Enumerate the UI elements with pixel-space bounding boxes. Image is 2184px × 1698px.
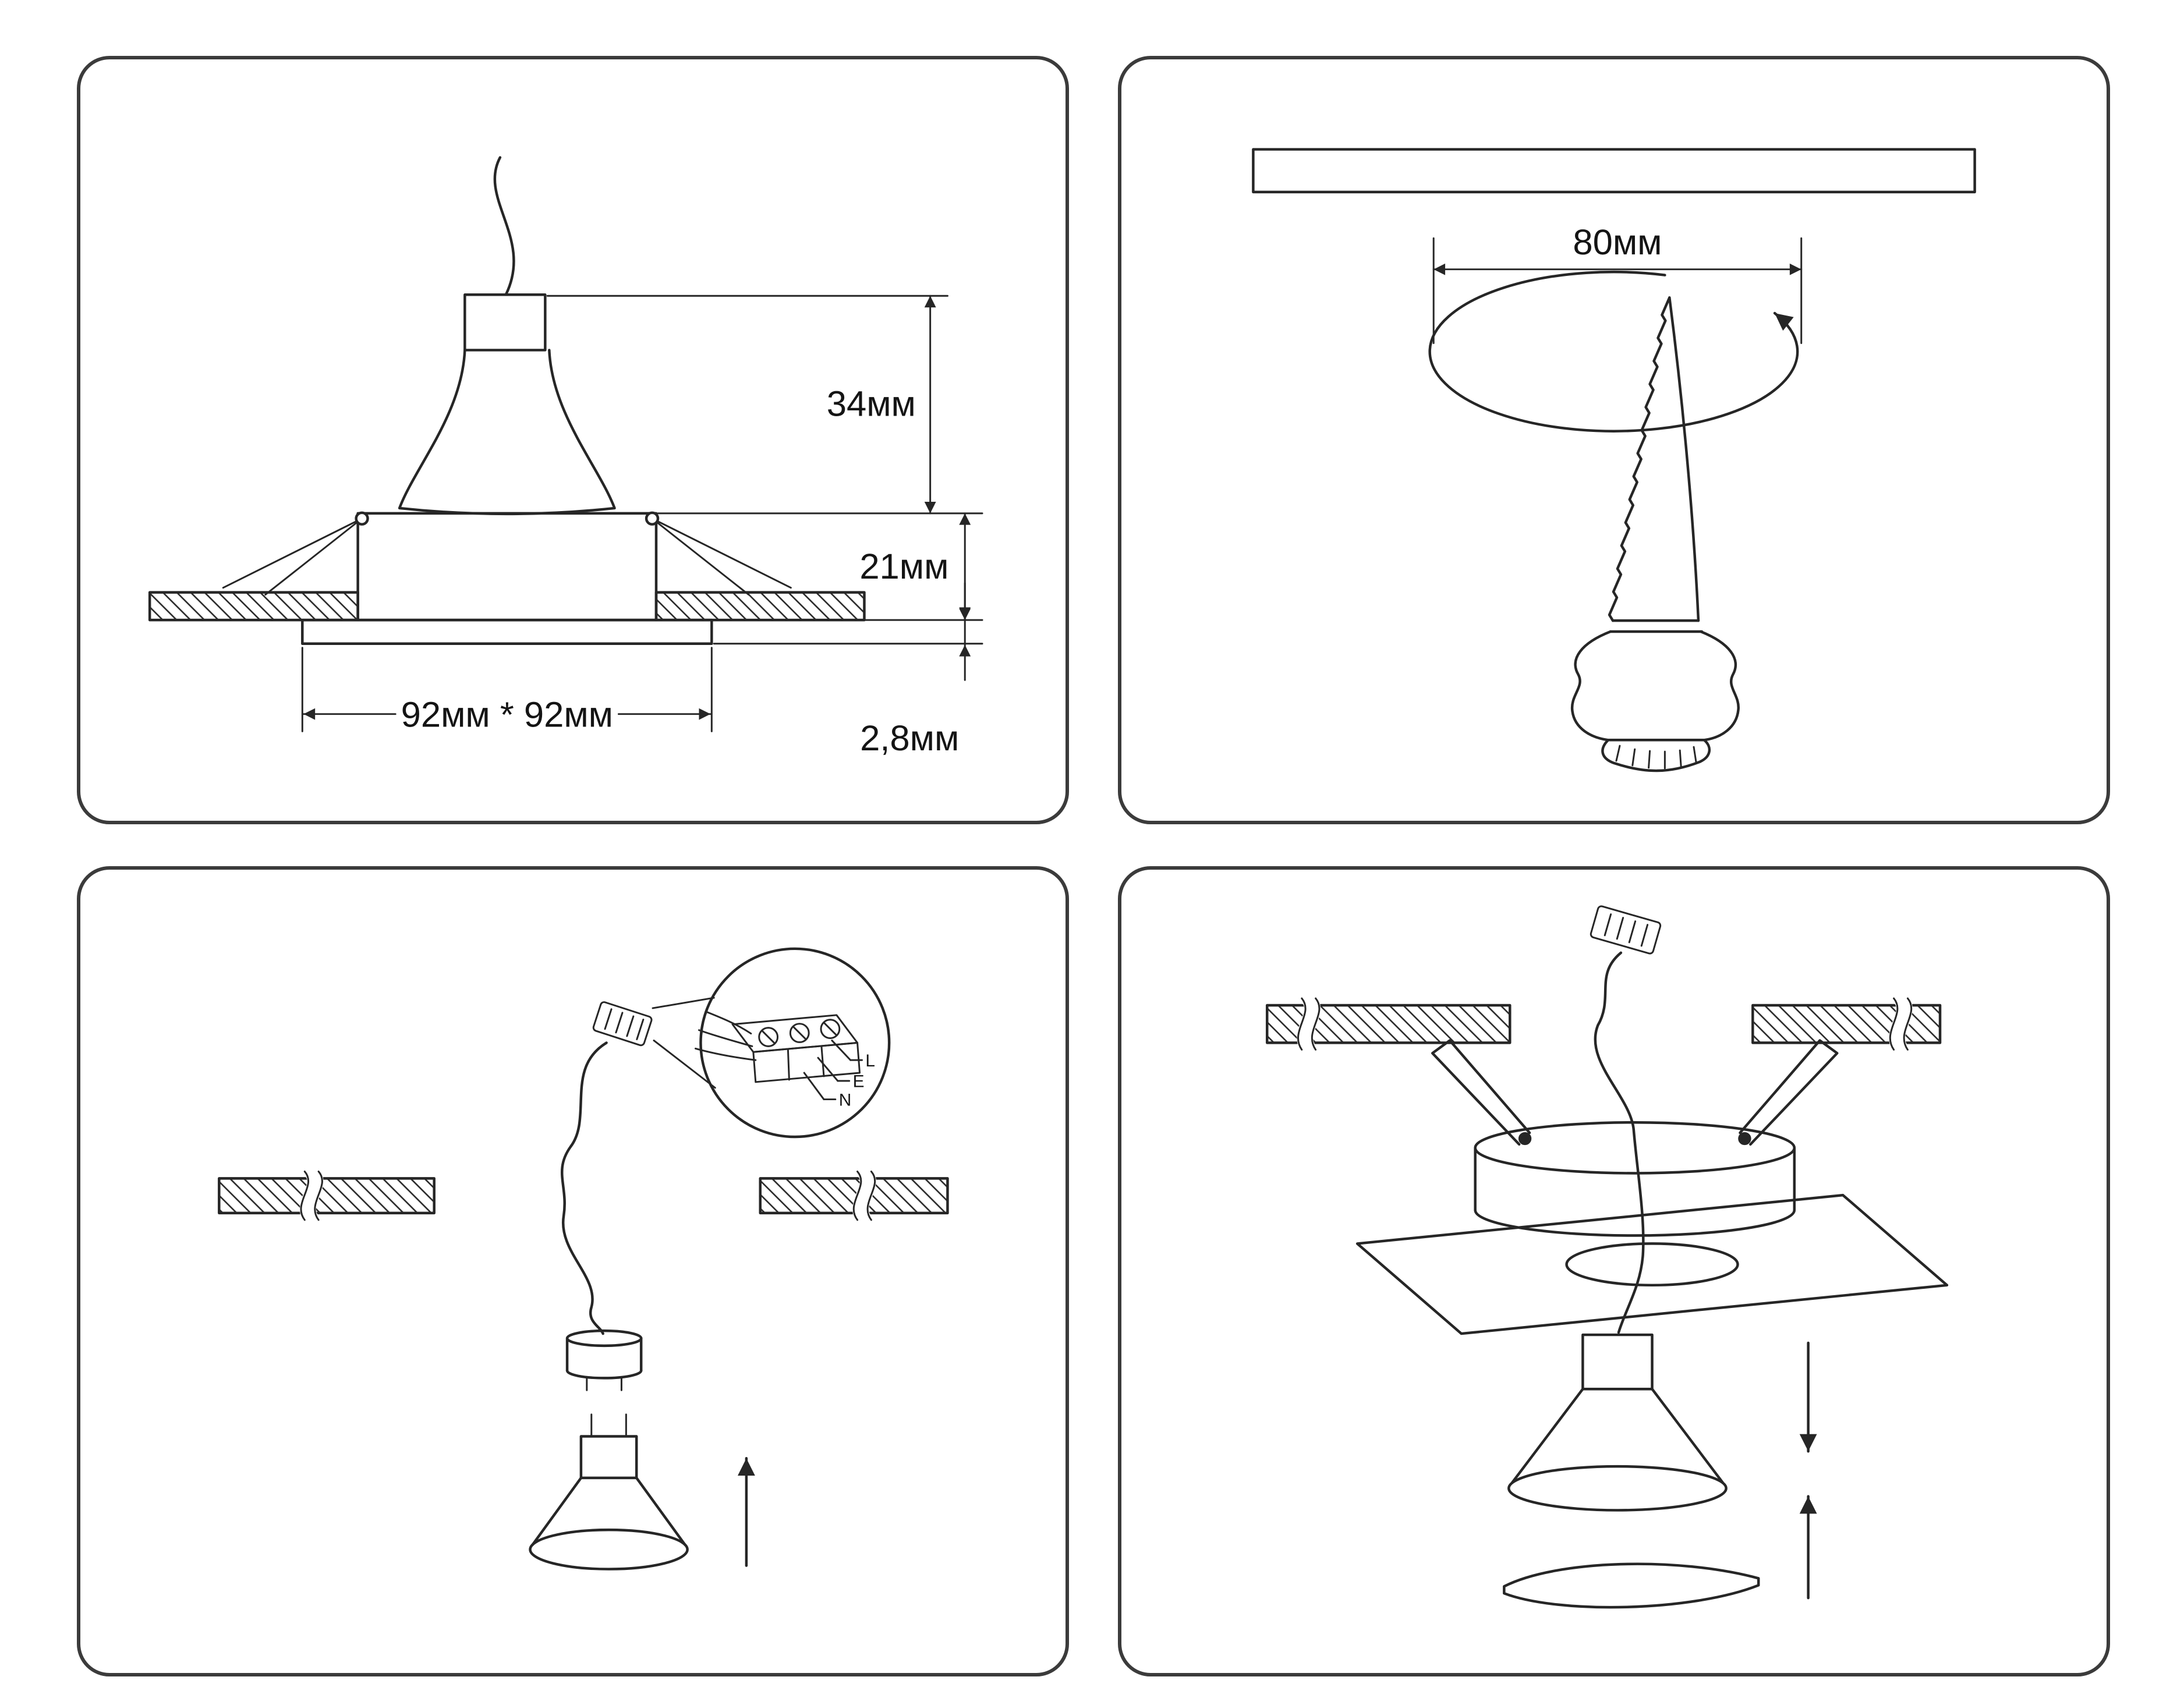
mounting-frame <box>356 512 658 622</box>
hole-dimension-lines <box>1432 237 1803 345</box>
hole-diameter-label: 80мм <box>1573 222 1662 263</box>
dim-plate-label: 92мм * 92мм <box>401 695 613 735</box>
spotlight-lamp <box>1507 1333 1728 1512</box>
ceiling-section <box>218 1177 949 1215</box>
terminal-neutral-label: N <box>839 1090 852 1109</box>
terminal-earth-label: E <box>853 1072 865 1091</box>
dimension-lines <box>301 295 983 732</box>
spring-clips <box>1431 1039 1839 1146</box>
dim-recess-label: 21мм <box>859 547 948 587</box>
clip-pivot-right <box>645 511 660 526</box>
wiring-diagram: L E N <box>218 947 949 1571</box>
trim-plate-hole <box>1565 1242 1739 1287</box>
zoomed-wires <box>695 1011 757 1061</box>
terminal-leader-lines <box>803 1039 863 1101</box>
mounting-can <box>1474 1121 1796 1237</box>
panel-fixture-dimensions: 34мм 21мм 2,8мм 92мм * 92мм <box>77 56 1069 824</box>
ceiling-break-marks <box>300 1166 876 1225</box>
saw-blade-back-edge <box>1668 296 1700 622</box>
cut-circle-arrow <box>1428 270 1799 433</box>
lamp-pins <box>590 1413 627 1438</box>
panel-wiring-connection: L E N <box>77 866 1069 1676</box>
supply-cable <box>561 1041 608 1335</box>
dimension-labels: 34мм 21мм 2,8мм 92мм * 92мм <box>401 384 960 758</box>
panel-hole-cutting: 80мм <box>1118 56 2110 824</box>
fixture-dimensions-diagram: 34мм 21мм 2,8мм 92мм * 92мм <box>148 156 983 758</box>
dim-height-label: 34мм <box>827 384 916 424</box>
saw-blade-serrated-edge <box>1608 296 1671 622</box>
saw-grip-texture <box>1615 745 1697 770</box>
magnifier-leader-lines <box>652 997 716 1089</box>
ceiling-section <box>148 591 866 622</box>
drywall-saw <box>1570 296 1740 772</box>
clip-pivot-left <box>355 511 369 526</box>
terminal-live-label: L <box>865 1051 875 1070</box>
magnifier-circle <box>699 947 891 1139</box>
supply-cable <box>1594 951 1645 1334</box>
dim-flange-label: 2,8мм <box>860 718 959 758</box>
trim-plate <box>1355 1193 1949 1335</box>
terminal-block <box>592 1001 653 1047</box>
terminal-block <box>1590 905 1662 955</box>
trim-flange <box>301 618 713 646</box>
saw-handle <box>1570 630 1740 772</box>
hole-cutting-diagram: 80мм <box>1252 148 1976 772</box>
spotlight-body <box>398 293 616 516</box>
mounting-diagram <box>1265 905 1949 1609</box>
trim-ring <box>1503 1562 1760 1609</box>
lamp-socket <box>565 1329 643 1391</box>
spotlight-lamp <box>529 1413 689 1571</box>
ceiling-break-marks <box>1297 993 1913 1055</box>
ceiling-hatched-band <box>1252 148 1976 194</box>
spring-clips <box>222 517 792 596</box>
power-cable <box>493 156 515 296</box>
panel-mounting <box>1118 866 2110 1676</box>
terminal-block-zoomed <box>695 1011 861 1083</box>
wiring-detail-magnifier: L E N <box>695 947 891 1139</box>
